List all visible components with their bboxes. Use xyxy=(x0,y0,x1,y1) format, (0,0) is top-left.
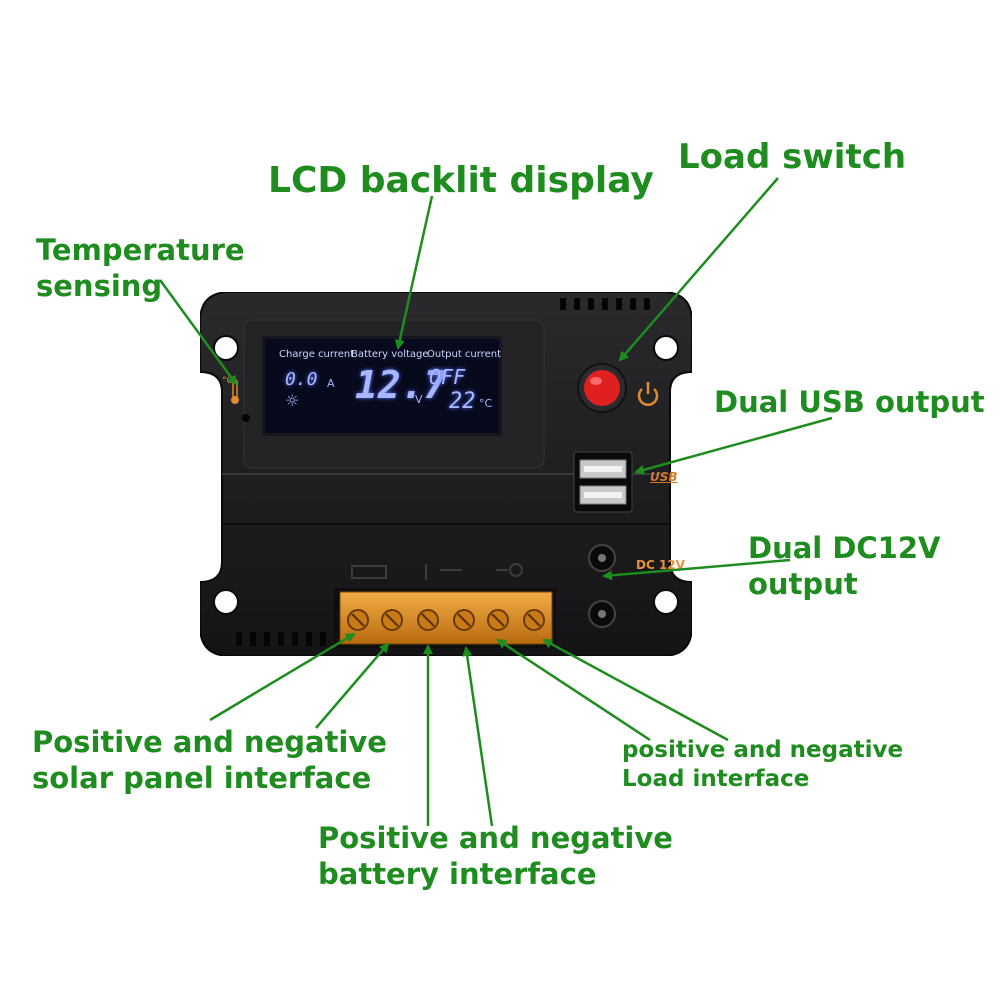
lcd-charge-unit: A xyxy=(327,377,335,390)
svg-text:°C: °C xyxy=(222,376,233,386)
lcd-header-charge: Charge current xyxy=(279,349,355,360)
usb-label: USB xyxy=(650,470,678,484)
power-icon xyxy=(637,382,659,406)
callout-usb-text: Dual USB output xyxy=(714,385,985,419)
thermometer-icon: °C xyxy=(222,376,239,404)
sun-icon: ☼ xyxy=(285,391,300,410)
lcd-battery-value: 12.7 xyxy=(355,363,447,407)
callout-lcd: LCD backlit display xyxy=(268,158,654,203)
callout-battery: Positive and negative battery interface xyxy=(318,820,673,893)
lcd-battery-unit: V xyxy=(415,393,423,406)
callout-temperature: Temperature sensing xyxy=(36,232,245,305)
arrow-battery-2 xyxy=(462,646,494,827)
terminal-screws xyxy=(347,609,545,631)
callout-load-interface-line2: Load interface xyxy=(622,765,810,792)
lcd-output-value: OFF xyxy=(429,365,466,389)
callout-dc: Dual DC12V output xyxy=(748,530,940,603)
dc-12v-label: DC 12V xyxy=(636,558,685,572)
lcd-header-battery: Battery voltage xyxy=(351,349,429,360)
callout-battery-line2: battery interface xyxy=(318,857,597,892)
callout-battery-line1: Positive and negative xyxy=(318,821,673,855)
callout-load-interface-line1: positive and negative xyxy=(622,737,904,763)
callout-load-switch: Load switch xyxy=(678,136,906,179)
callout-dc-line1: Dual DC12V xyxy=(748,531,941,565)
lcd-charge-value: 0.0 xyxy=(285,369,318,390)
lcd-temp-unit: °C xyxy=(479,397,493,410)
callout-usb: Dual USB output xyxy=(714,384,985,420)
callout-dc-line2: output xyxy=(748,567,858,602)
callout-lcd-text: LCD backlit display xyxy=(268,160,654,201)
lcd-temp-value: 22 xyxy=(449,389,476,414)
lcd-header-output: Output current xyxy=(427,349,501,360)
lcd-display: Charge current Battery voltage Output cu… xyxy=(262,336,502,436)
callout-load-interface: positive and negative Load interface xyxy=(622,736,903,794)
load-switch-button xyxy=(584,370,620,406)
arrow-solar-2 xyxy=(315,642,390,729)
callout-solar-line1: Positive and negative xyxy=(32,725,387,759)
callout-temperature-line1: Temperature xyxy=(36,233,245,267)
callout-load-switch-text: Load switch xyxy=(678,137,907,177)
callout-temperature-line2: sensing xyxy=(36,269,163,304)
callout-solar-line2: solar panel interface xyxy=(32,761,372,796)
callout-solar: Positive and negative solar panel interf… xyxy=(32,724,387,797)
